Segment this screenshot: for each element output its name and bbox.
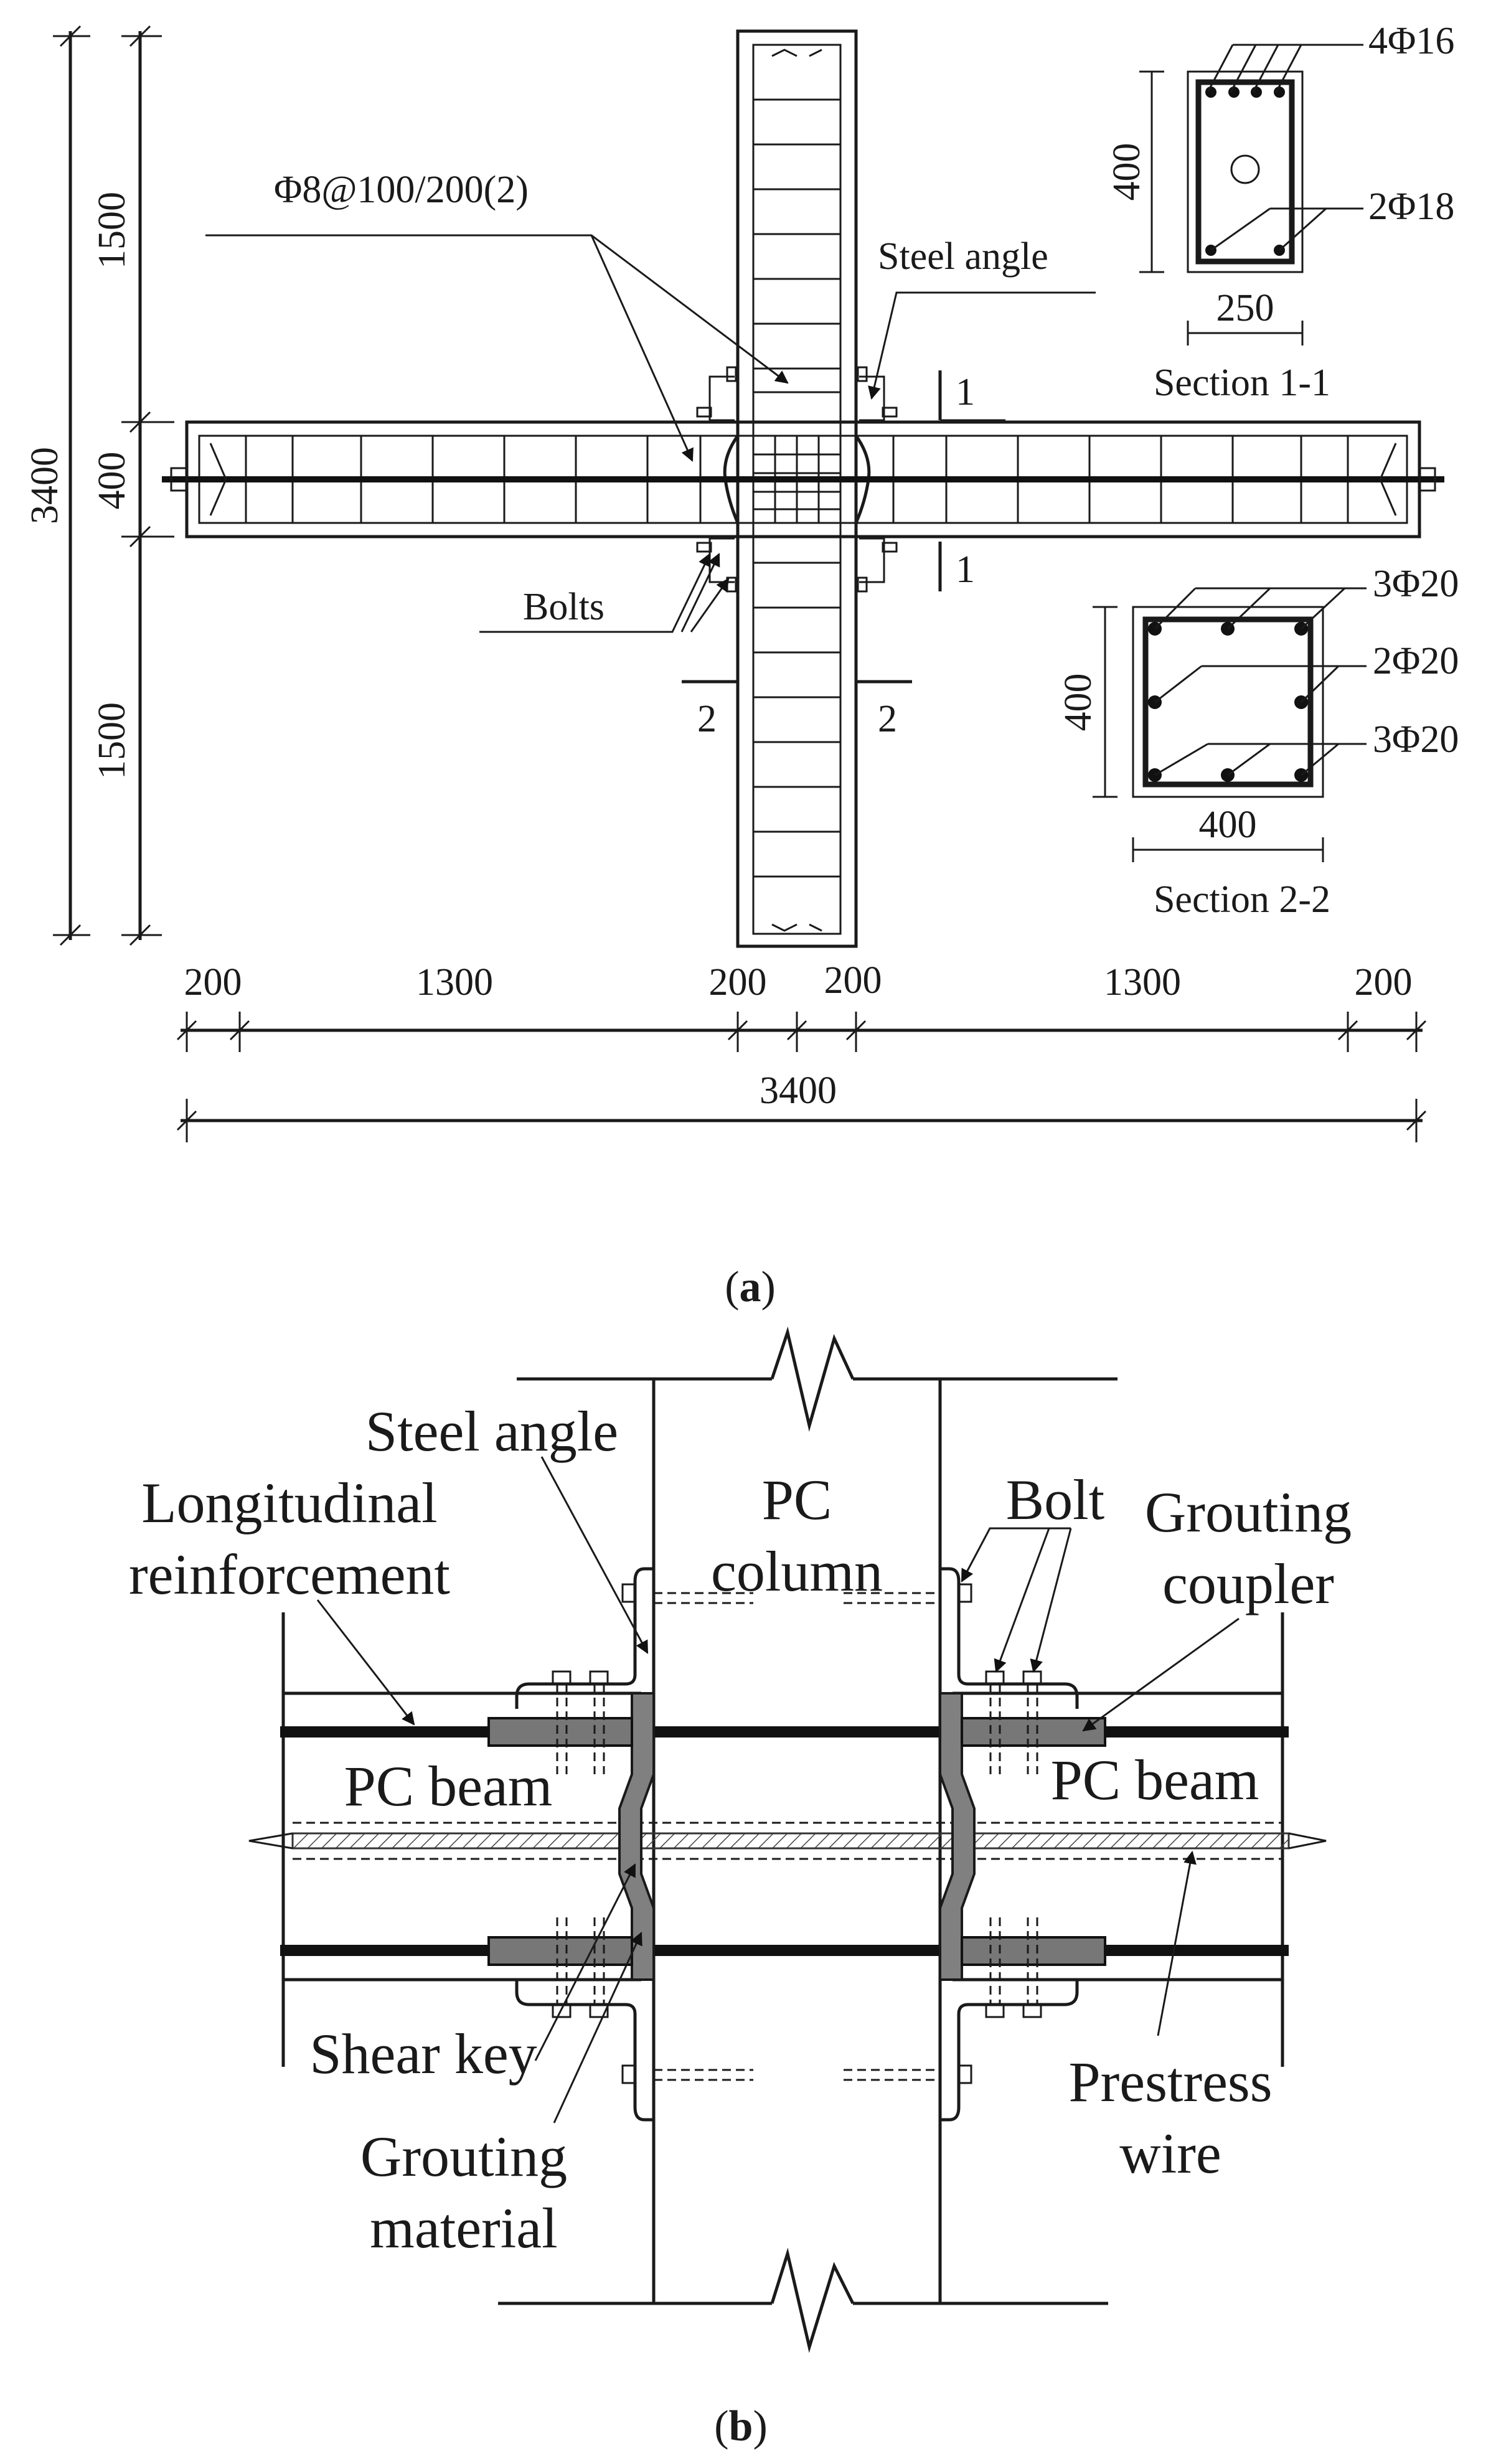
dim-bottom-overall: 3400: [760, 1070, 837, 1112]
section-2-height: 400: [1057, 674, 1099, 731]
leader-lines-b: [316, 1456, 1240, 2123]
section-mark-1-top: 1: [956, 371, 975, 413]
steel-angle-label-b: Steel angle: [365, 1399, 618, 1463]
longitudinal-label-1: Longitudinal: [141, 1471, 437, 1535]
dim-bottom-6: 200: [1355, 961, 1413, 1004]
bolts-b: [552, 1583, 1042, 2084]
bolts-label: Bolts: [523, 586, 605, 628]
grouting-material-label-1: Grouting: [360, 2125, 567, 2188]
grouting-material-label-2: material: [370, 2196, 557, 2260]
section-2-title: Section 2-2: [1154, 878, 1330, 921]
section-mark-1-bottom: 1: [956, 548, 975, 591]
steel-angle-label-a: Steel angle: [878, 235, 1048, 278]
section-2-mid-bars: 2Φ20: [1373, 640, 1459, 682]
section-2-top-bars: 3Φ20: [1373, 563, 1459, 605]
panel-a: 1500 400 1500 3400: [24, 20, 1459, 1311]
section-1-1-drawing: [1139, 44, 1363, 346]
pc-column-label-1: PC: [762, 1468, 832, 1531]
bolt-label: Bolt: [1006, 1468, 1105, 1531]
prestress-wire-label-2: wire: [1119, 2122, 1221, 2185]
section-1-top-bars: 4Φ16: [1368, 20, 1454, 62]
dim-bottom-4: 200: [824, 959, 882, 1002]
grouting-couplers: [487, 1717, 1106, 1966]
section-2-2-drawing: [1093, 587, 1367, 862]
beam-elevation: [162, 420, 1444, 538]
dim-bottom-5: 1300: [1104, 961, 1181, 1004]
section-2-width: 400: [1199, 804, 1257, 846]
dim-left-middle: 400: [91, 452, 133, 510]
longitudinal-label-2: reinforcement: [129, 1543, 450, 1606]
bottom-dimension-lines: [176, 1012, 1427, 1142]
dim-bottom-1: 200: [184, 961, 242, 1004]
grouting-coupler-label-1: Grouting: [1145, 1480, 1352, 1544]
prestress-duct: [248, 1822, 1327, 1860]
section-1-title: Section 1-1: [1154, 362, 1330, 404]
grouting-coupler-label-2: coupler: [1162, 1552, 1334, 1615]
section-1-width: 250: [1216, 287, 1274, 329]
section-cut-marks: [682, 370, 1005, 684]
caption-b: (b): [714, 2402, 768, 2450]
section-mark-2-right: 2: [878, 698, 897, 740]
steel-angles-b: [515, 1567, 1079, 2122]
dim-bottom-3: 200: [709, 961, 767, 1004]
section-1-bottom-bars: 2Φ18: [1368, 186, 1454, 228]
section-2-bottom-bars: 3Φ20: [1373, 718, 1459, 761]
stirrup-label: Φ8@100/200(2): [274, 169, 529, 211]
pc-beams: [280, 1612, 1289, 2067]
prestress-wire-label-1: Prestress: [1068, 2050, 1272, 2114]
dim-bottom-2: 1300: [416, 961, 493, 1004]
grouting-material-shapes: [618, 1692, 976, 1981]
leader-lines-a: [205, 234, 1096, 633]
pc-beam-right-label: PC beam: [1051, 1748, 1259, 1812]
pc-beam-left-label: PC beam: [344, 1754, 553, 1818]
panel-b: Steel angle Longitudinal reinforcement P…: [129, 1326, 1352, 2450]
shear-key-label: Shear key: [309, 2022, 537, 2085]
left-dimension-lines: [53, 25, 174, 946]
dim-left-overall: 3400: [24, 447, 66, 524]
section-1-height: 400: [1106, 143, 1148, 201]
caption-a: (a): [725, 1263, 776, 1311]
dim-left-bottom: 1500: [91, 702, 133, 779]
section-mark-2-left: 2: [697, 698, 717, 740]
pc-column-label-2: column: [711, 1540, 883, 1603]
dim-left-top: 1500: [91, 192, 133, 269]
